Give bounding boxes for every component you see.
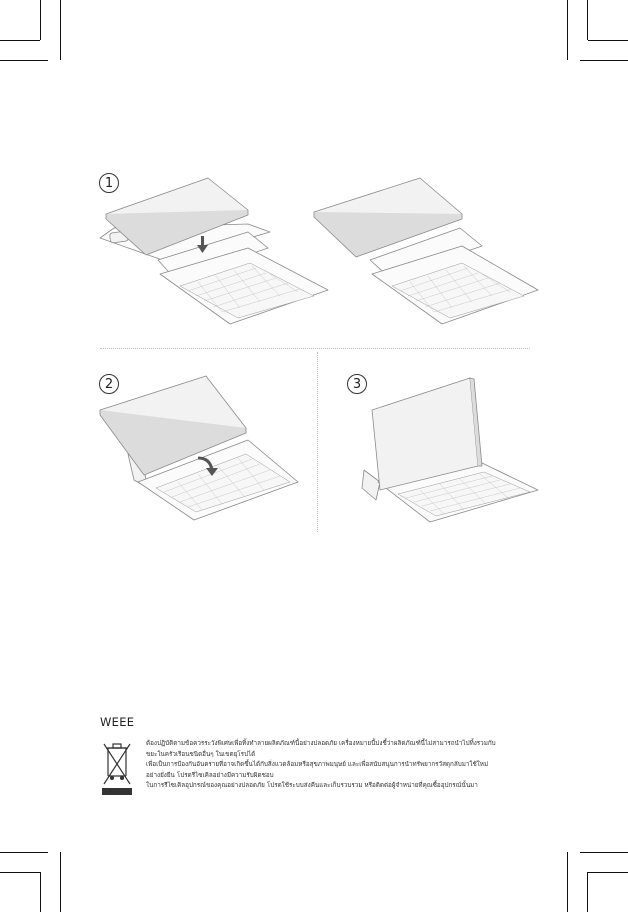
weee-line: เพื่อเป็นการป้องกันอันตรายที่อาจเกิดขึ้น… [146, 761, 489, 769]
crop-mark [40, 0, 41, 40]
crop-mark [587, 872, 588, 912]
crop-mark [0, 60, 48, 61]
crop-mark [567, 0, 568, 60]
crop-mark [580, 852, 628, 853]
section-divider [100, 348, 530, 349]
crop-mark [40, 872, 41, 912]
step-2-number: 2 [99, 374, 119, 394]
crop-mark [567, 852, 568, 912]
crop-mark [0, 852, 48, 853]
crop-mark [0, 40, 40, 41]
crop-mark [587, 0, 588, 40]
step-3-stand-illustration [361, 377, 539, 523]
crop-mark [588, 40, 628, 41]
crop-mark [580, 60, 628, 61]
step-2-fold-illustration [99, 375, 299, 521]
crossed-out-wheelie-bin-icon [102, 743, 132, 795]
step-3-number: 3 [347, 374, 367, 394]
crop-mark [60, 0, 61, 60]
section-divider [317, 352, 318, 532]
step-1-attached-illustration [313, 177, 539, 325]
weee-line: ขยะในครัวเรือนชนิดอื่นๆ ในเขตยุโรปได้ [146, 750, 256, 758]
weee-line: ต้องปฏิบัติตามข้อควรระวังพิเศษเพื่อทิ้งท… [146, 740, 496, 747]
weee-heading: WEEE [100, 715, 135, 729]
weee-line: ในการรีไซเคิลอุปกรณ์ของคุณอย่างปลอดภัย โ… [146, 782, 478, 790]
crop-mark [588, 872, 628, 873]
step-1-number: 1 [99, 173, 119, 193]
step-1-attach-tablet-illustration [99, 177, 329, 325]
weee-disposal-text: ต้องปฏิบัติตามข้อควรระวังพิเศษเพื่อทิ้งท… [146, 739, 538, 792]
crop-mark [60, 852, 61, 912]
crop-mark [0, 872, 40, 873]
weee-line: อย่างยั่งยืน โปรดรีไซเคิลอย่างมีความรับผ… [146, 771, 274, 779]
